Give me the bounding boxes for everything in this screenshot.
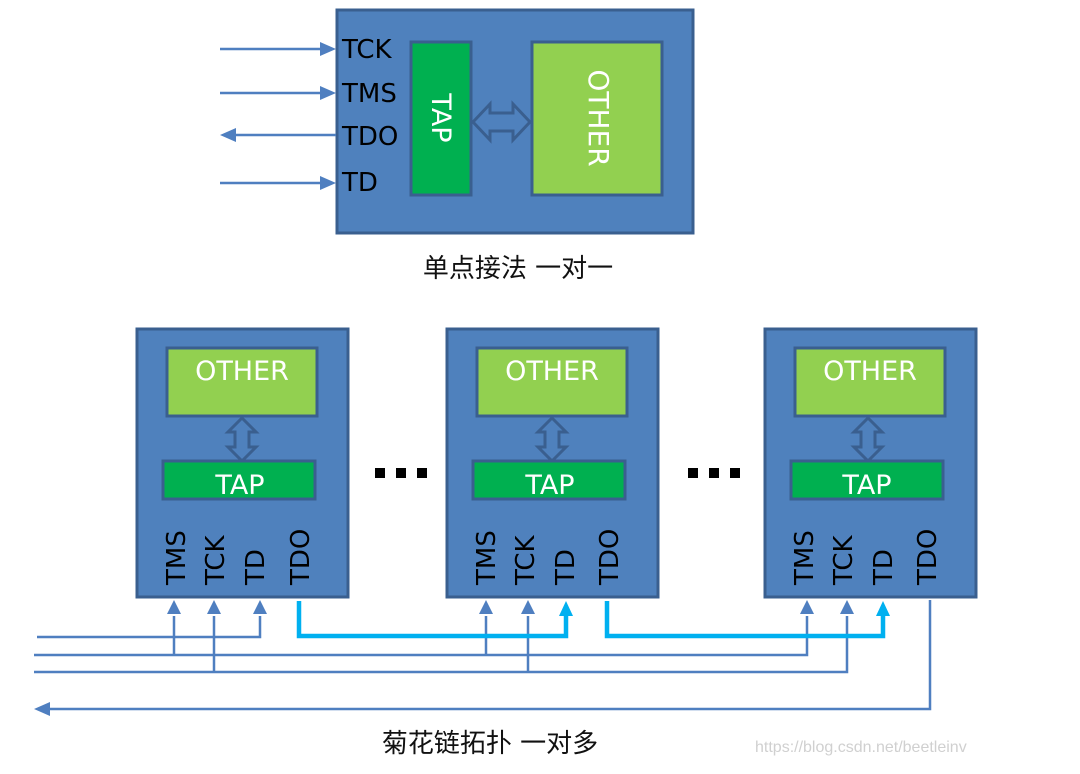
daisy-chip-3-tap-block [789, 459, 945, 501]
single-other-block [530, 40, 664, 197]
single-pin-tms: TMS [341, 79, 397, 109]
daisy-chip-1-pin-tms: TMS [162, 530, 192, 586]
arrow-right-icon [320, 86, 336, 100]
single-pin-td: TD [341, 168, 378, 198]
shared-bus-lines [34, 600, 932, 716]
tck-bus-line [34, 616, 849, 674]
ellipsis-2 [688, 468, 740, 478]
arrow-up-icon [167, 600, 181, 614]
daisy-chip-2: OTHER TAP TMS TCK TD TDO [445, 327, 660, 599]
daisy-chip-3-pin-tms: TMS [790, 530, 820, 586]
daisy-chip-1-other-block [165, 346, 319, 418]
chain-link-2-to-3 [604, 601, 886, 639]
daisy-chip-3-other-label: OTHER [823, 356, 917, 387]
arrow-left-icon [34, 702, 50, 716]
single-tap-label: TAP [425, 92, 456, 142]
arrow-up-icon [521, 600, 535, 614]
daisy-chip-1-pin-td: TD [241, 549, 271, 586]
bidirectional-arrow-icon [470, 100, 533, 144]
single-other-label: OTHER [582, 69, 615, 166]
daisy-chip-2-pin-tdo: TDO [595, 529, 625, 586]
tms-bus-line [34, 616, 809, 657]
td-input-line [37, 616, 262, 639]
daisy-chip-2-tap-block [471, 459, 627, 501]
daisy-chip-1-tap-label: TAP [214, 470, 264, 501]
daisy-chip-1-pin-tck: TCK [201, 534, 231, 586]
arrow-right-icon [320, 176, 336, 190]
daisy-chip-2-pin-tck: TCK [511, 534, 541, 586]
daisy-chip-1-other-label: OTHER [195, 356, 289, 387]
daisy-chip-2-other-block [475, 346, 629, 418]
single-pin-tdo: TDO [341, 122, 398, 152]
arrow-up-icon [207, 600, 221, 614]
daisy-chip-3-pin-tdo: TDO [913, 529, 943, 586]
arrow-up-icon [876, 601, 890, 616]
arrow-up-icon [559, 601, 573, 616]
daisy-chip-3-other-block [793, 346, 947, 418]
daisy-chip-2-other-label: OTHER [505, 356, 599, 387]
daisy-chip-3: OTHER TAP TMS TCK TD TDO [763, 327, 978, 599]
single-pin-arrows [220, 42, 336, 190]
daisy-chip-3-tap-label: TAP [841, 470, 891, 501]
single-pin-tck: TCK [341, 35, 393, 65]
daisy-caption: 菊花链拓扑 一对多 [382, 729, 598, 759]
arrow-up-icon [479, 600, 493, 614]
arrow-right-icon [320, 42, 336, 56]
single-connection-section: TAP OTHER TCK TMS TDO TD 单点接法 一对一 [220, 8, 695, 284]
watermark: https://blog.csdn.net/beetleinv [755, 739, 967, 756]
daisy-chip-1-tap-block [161, 459, 317, 501]
ellipsis-1 [375, 468, 427, 478]
daisy-chip-3-pin-td: TD [869, 549, 899, 586]
chain-links [296, 601, 890, 639]
arrow-left-icon [220, 128, 236, 142]
arrow-up-icon [800, 600, 814, 614]
single-caption: 单点接法 一对一 [423, 254, 613, 284]
daisy-chip-2-pin-tms: TMS [472, 530, 502, 586]
daisy-chip-2-tap-label: TAP [524, 470, 574, 501]
daisy-chip-1-pin-tdo: TDO [286, 529, 316, 586]
arrow-up-icon [840, 600, 854, 614]
single-tap-block [409, 40, 473, 197]
daisy-chain-section: OTHER TAP TMS TCK TD TDO OTHER TAP TMS T… [34, 327, 978, 759]
tdo-return-line [50, 600, 932, 711]
daisy-chip-2-pin-td: TD [551, 549, 581, 586]
chain-link-1-to-2 [296, 601, 569, 639]
daisy-chip-1: OTHER TAP TMS TCK TD TDO [135, 327, 350, 599]
daisy-chip-3-pin-tck: TCK [829, 534, 859, 586]
arrow-up-icon [253, 600, 267, 614]
